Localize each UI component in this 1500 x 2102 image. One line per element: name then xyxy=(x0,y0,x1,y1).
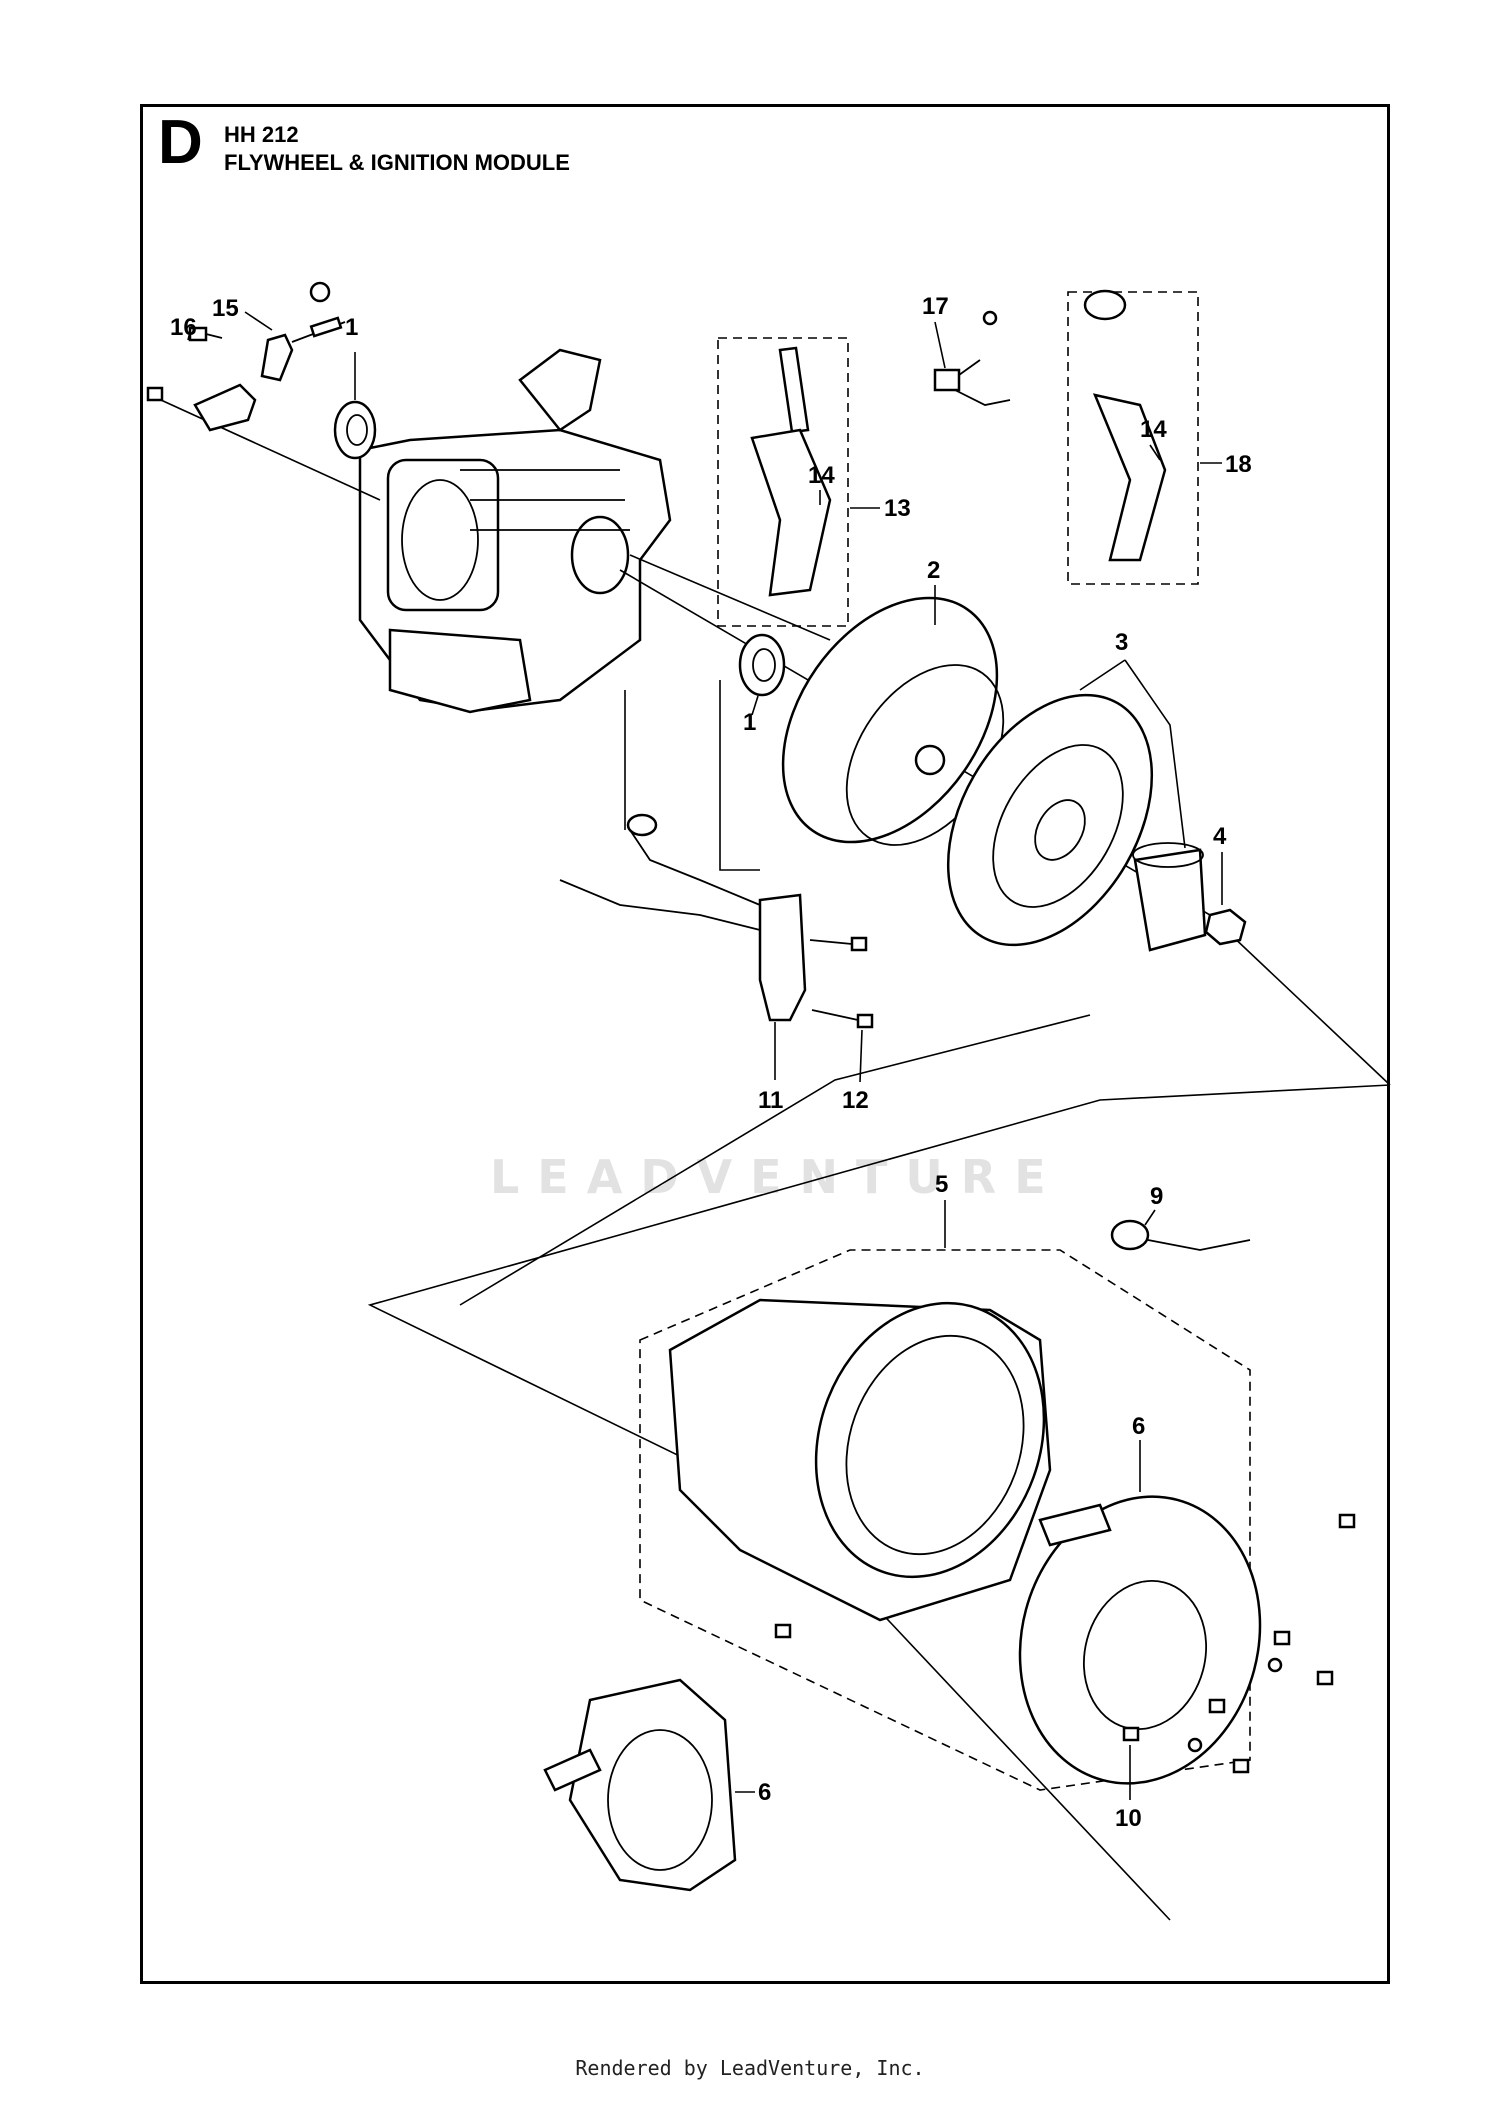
leader-12 xyxy=(859,1029,863,1083)
leader-9 xyxy=(1144,1209,1156,1226)
sensor-17[interactable] xyxy=(933,310,1011,406)
zigzag-lead xyxy=(367,1084,1391,1921)
crankcase-block[interactable] xyxy=(358,348,672,714)
recoil-starter-right[interactable] xyxy=(988,1469,1291,1810)
group-box-13 xyxy=(717,337,849,627)
cooling-fan[interactable] xyxy=(906,659,1193,981)
sensor-9[interactable] xyxy=(1110,1219,1251,1251)
diagram-frame xyxy=(140,104,1390,1984)
oil-seal-upper[interactable] xyxy=(333,400,377,460)
callout-15: 15 xyxy=(212,295,239,322)
leader-16 xyxy=(187,331,191,341)
callout-1-lower: 1 xyxy=(743,709,756,736)
starter-cup[interactable] xyxy=(1132,842,1207,952)
zigzag-lead-2 xyxy=(459,1014,1091,1306)
ignition-cover-18[interactable] xyxy=(1083,289,1167,562)
diagram-title: FLYWHEEL & IGNITION MODULE xyxy=(224,150,570,175)
callout-3: 3 xyxy=(1115,629,1128,656)
bolt-16[interactable] xyxy=(188,326,223,342)
leader-14b xyxy=(1149,444,1161,461)
section-letter: D xyxy=(158,108,203,177)
model-name: HH 212 xyxy=(224,122,299,147)
oil-sensor-15[interactable] xyxy=(260,281,346,382)
flywheel[interactable] xyxy=(739,558,1041,882)
callout-2: 2 xyxy=(927,557,940,584)
leader-1b xyxy=(751,695,759,716)
callout-10: 10 xyxy=(1115,1805,1142,1832)
oil-pan-bracket[interactable] xyxy=(146,383,257,432)
callout-16: 16 xyxy=(170,314,197,341)
callout-9: 9 xyxy=(1150,1183,1163,1210)
footer-credit: Rendered by LeadVenture, Inc. xyxy=(575,2056,925,2080)
flywheel-nut[interactable] xyxy=(1204,908,1247,946)
coil-lead-line xyxy=(624,680,760,871)
fan-housing[interactable] xyxy=(668,1271,1081,1622)
housing-bolts-10[interactable] xyxy=(774,1513,1356,1774)
coil-bolts-12[interactable] xyxy=(809,936,874,1029)
leader-15 xyxy=(244,311,273,331)
group-box-5 xyxy=(639,1249,1251,1791)
callout-5: 5 xyxy=(935,1171,948,1198)
axis-line-top xyxy=(149,394,381,501)
callout-17: 17 xyxy=(922,293,949,320)
callout-14-right: 14 xyxy=(1140,416,1167,443)
callout-1-upper: 1 xyxy=(345,314,358,341)
group-box-18 xyxy=(1067,291,1199,585)
callout-11: 11 xyxy=(758,1087,783,1114)
callout-12: 12 xyxy=(842,1087,869,1114)
callout-13: 13 xyxy=(884,495,911,522)
callout-14-left: 14 xyxy=(808,462,835,489)
callout-4: 4 xyxy=(1213,823,1227,850)
recoil-starter-left[interactable] xyxy=(543,1678,737,1892)
callout-18: 18 xyxy=(1225,451,1252,478)
ignition-cover-13[interactable] xyxy=(750,346,832,597)
callout-6-right: 6 xyxy=(1132,1413,1145,1440)
oil-seal-lower[interactable] xyxy=(738,633,786,697)
watermark-text: LEADVENTURE xyxy=(490,1150,1064,1204)
leader-3 xyxy=(1079,659,1186,849)
ignition-coil[interactable] xyxy=(559,813,807,1022)
callout-6-left: 6 xyxy=(758,1779,771,1806)
leader-17 xyxy=(934,321,946,369)
